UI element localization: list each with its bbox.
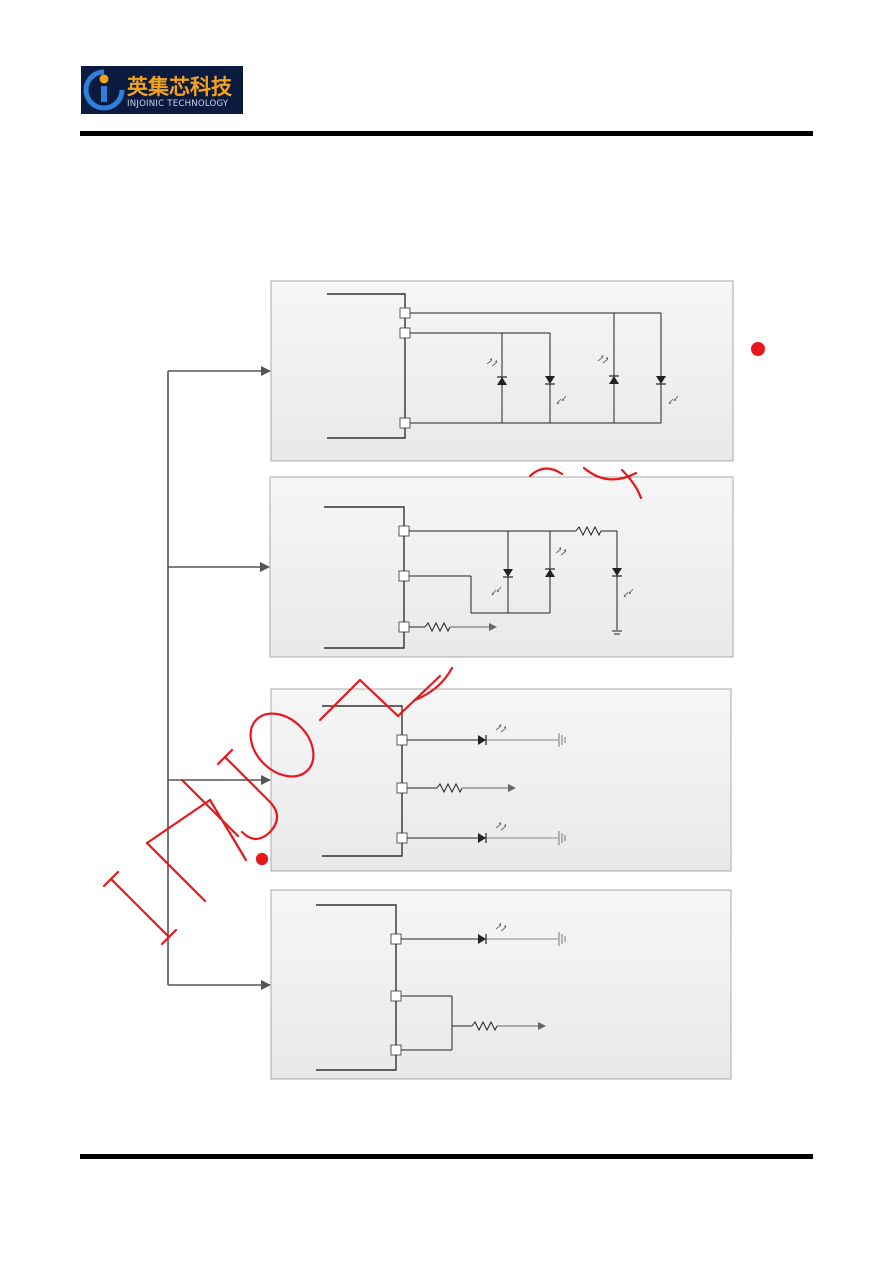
footer-rule: [80, 1154, 813, 1159]
logo-mark-icon: [83, 69, 125, 111]
watermark-dot: [751, 342, 765, 356]
branch-connector: [167, 366, 271, 990]
header-rule: [80, 131, 813, 136]
panel-2: [269, 476, 734, 658]
logo-name-en: INJOINIC TECHNOLOGY: [127, 99, 229, 109]
panel-4: [270, 889, 732, 1080]
panel-3: [270, 688, 732, 872]
watermark: [102, 466, 643, 946]
panel-1: [270, 280, 734, 462]
company-logo: 英集芯科技 INJOINIC TECHNOLOGY: [81, 66, 243, 114]
logo-name-zh: 英集芯科技: [127, 75, 232, 99]
